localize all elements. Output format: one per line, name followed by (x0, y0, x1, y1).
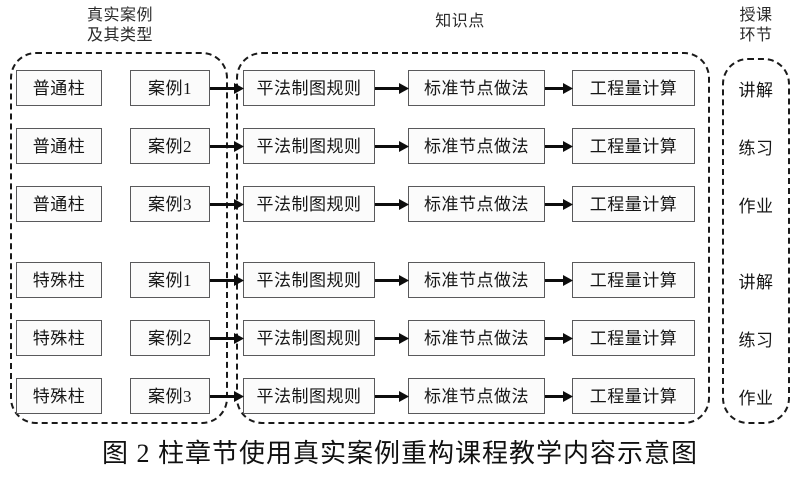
node-case-row-2[interactable]: 案例2 (130, 128, 210, 164)
node-column-type-row-6[interactable]: 特殊柱 (16, 378, 102, 414)
node-drawing-rules-row-2[interactable]: 平法制图规则 (243, 128, 375, 164)
node-drawing-rules-row-3[interactable]: 平法制图规则 (243, 186, 375, 222)
arrow-icon-row-6-seg-2 (375, 391, 409, 402)
node-quantity-calc-row-5[interactable]: 工程量计算 (572, 320, 695, 356)
node-drawing-rules-row-4[interactable]: 平法制图规则 (243, 262, 375, 298)
column-header-teaching-phase: 授课 环节 (739, 7, 773, 44)
node-drawing-rules-row-1[interactable]: 平法制图规则 (243, 70, 375, 106)
node-standard-detail-row-1[interactable]: 标准节点做法 (408, 70, 545, 106)
node-quantity-calc-row-1[interactable]: 工程量计算 (572, 70, 695, 106)
arrow-icon-row-4-seg-1 (210, 275, 244, 286)
node-quantity-calc-row-2[interactable]: 工程量计算 (572, 128, 695, 164)
node-standard-detail-row-4[interactable]: 标准节点做法 (408, 262, 545, 298)
teaching-phase-row-4: 讲解 (738, 272, 774, 292)
arrow-icon-row-5-seg-2 (375, 333, 409, 344)
node-case-row-4[interactable]: 案例1 (130, 262, 210, 298)
arrow-icon-row-2-seg-3 (545, 141, 573, 152)
node-column-type-row-5[interactable]: 特殊柱 (16, 320, 102, 356)
arrow-icon-row-3-seg-1 (210, 199, 244, 210)
node-drawing-rules-row-5[interactable]: 平法制图规则 (243, 320, 375, 356)
node-case-row-5[interactable]: 案例2 (130, 320, 210, 356)
arrow-icon-row-5-seg-1 (210, 333, 244, 344)
figure-caption: 图 2 柱章节使用真实案例重构课程教学内容示意图 (101, 439, 698, 468)
group-outline-teaching-phase (722, 58, 790, 424)
node-case-row-6[interactable]: 案例3 (130, 378, 210, 414)
node-quantity-calc-row-6[interactable]: 工程量计算 (572, 378, 695, 414)
node-case-row-3[interactable]: 案例3 (130, 186, 210, 222)
arrow-icon-row-2-seg-1 (210, 141, 244, 152)
arrow-icon-row-1-seg-1 (210, 83, 244, 94)
node-column-type-row-3[interactable]: 普通柱 (16, 186, 102, 222)
arrow-icon-row-5-seg-3 (545, 333, 573, 344)
arrow-icon-row-3-seg-3 (545, 199, 573, 210)
arrow-icon-row-1-seg-3 (545, 83, 573, 94)
node-standard-detail-row-5[interactable]: 标准节点做法 (408, 320, 545, 356)
column-header-knowledge-points: 知识点 (435, 13, 485, 30)
arrow-icon-row-1-seg-2 (375, 83, 409, 94)
node-quantity-calc-row-4[interactable]: 工程量计算 (572, 262, 695, 298)
node-drawing-rules-row-6[interactable]: 平法制图规则 (243, 378, 375, 414)
node-quantity-calc-row-3[interactable]: 工程量计算 (572, 186, 695, 222)
arrow-icon-row-6-seg-3 (545, 391, 573, 402)
arrow-icon-row-3-seg-2 (375, 199, 409, 210)
node-column-type-row-1[interactable]: 普通柱 (16, 70, 102, 106)
teaching-phase-row-1: 讲解 (738, 80, 774, 100)
arrow-icon-row-4-seg-3 (545, 275, 573, 286)
node-column-type-row-4[interactable]: 特殊柱 (16, 262, 102, 298)
node-column-type-row-2[interactable]: 普通柱 (16, 128, 102, 164)
arrow-icon-row-6-seg-1 (210, 391, 244, 402)
arrow-icon-row-2-seg-2 (375, 141, 409, 152)
node-case-row-1[interactable]: 案例1 (130, 70, 210, 106)
column-header-real-cases: 真实案例 及其类型 (86, 7, 153, 44)
group-outline-knowledge-points (236, 52, 710, 424)
arrow-icon-row-4-seg-2 (375, 275, 409, 286)
node-standard-detail-row-2[interactable]: 标准节点做法 (408, 128, 545, 164)
teaching-phase-row-5: 练习 (738, 330, 774, 350)
group-outline-real-cases (10, 52, 228, 424)
teaching-phase-row-6: 作业 (738, 388, 774, 408)
node-standard-detail-row-6[interactable]: 标准节点做法 (408, 378, 545, 414)
teaching-phase-row-2: 练习 (738, 138, 774, 158)
node-standard-detail-row-3[interactable]: 标准节点做法 (408, 186, 545, 222)
teaching-phase-row-3: 作业 (738, 196, 774, 216)
